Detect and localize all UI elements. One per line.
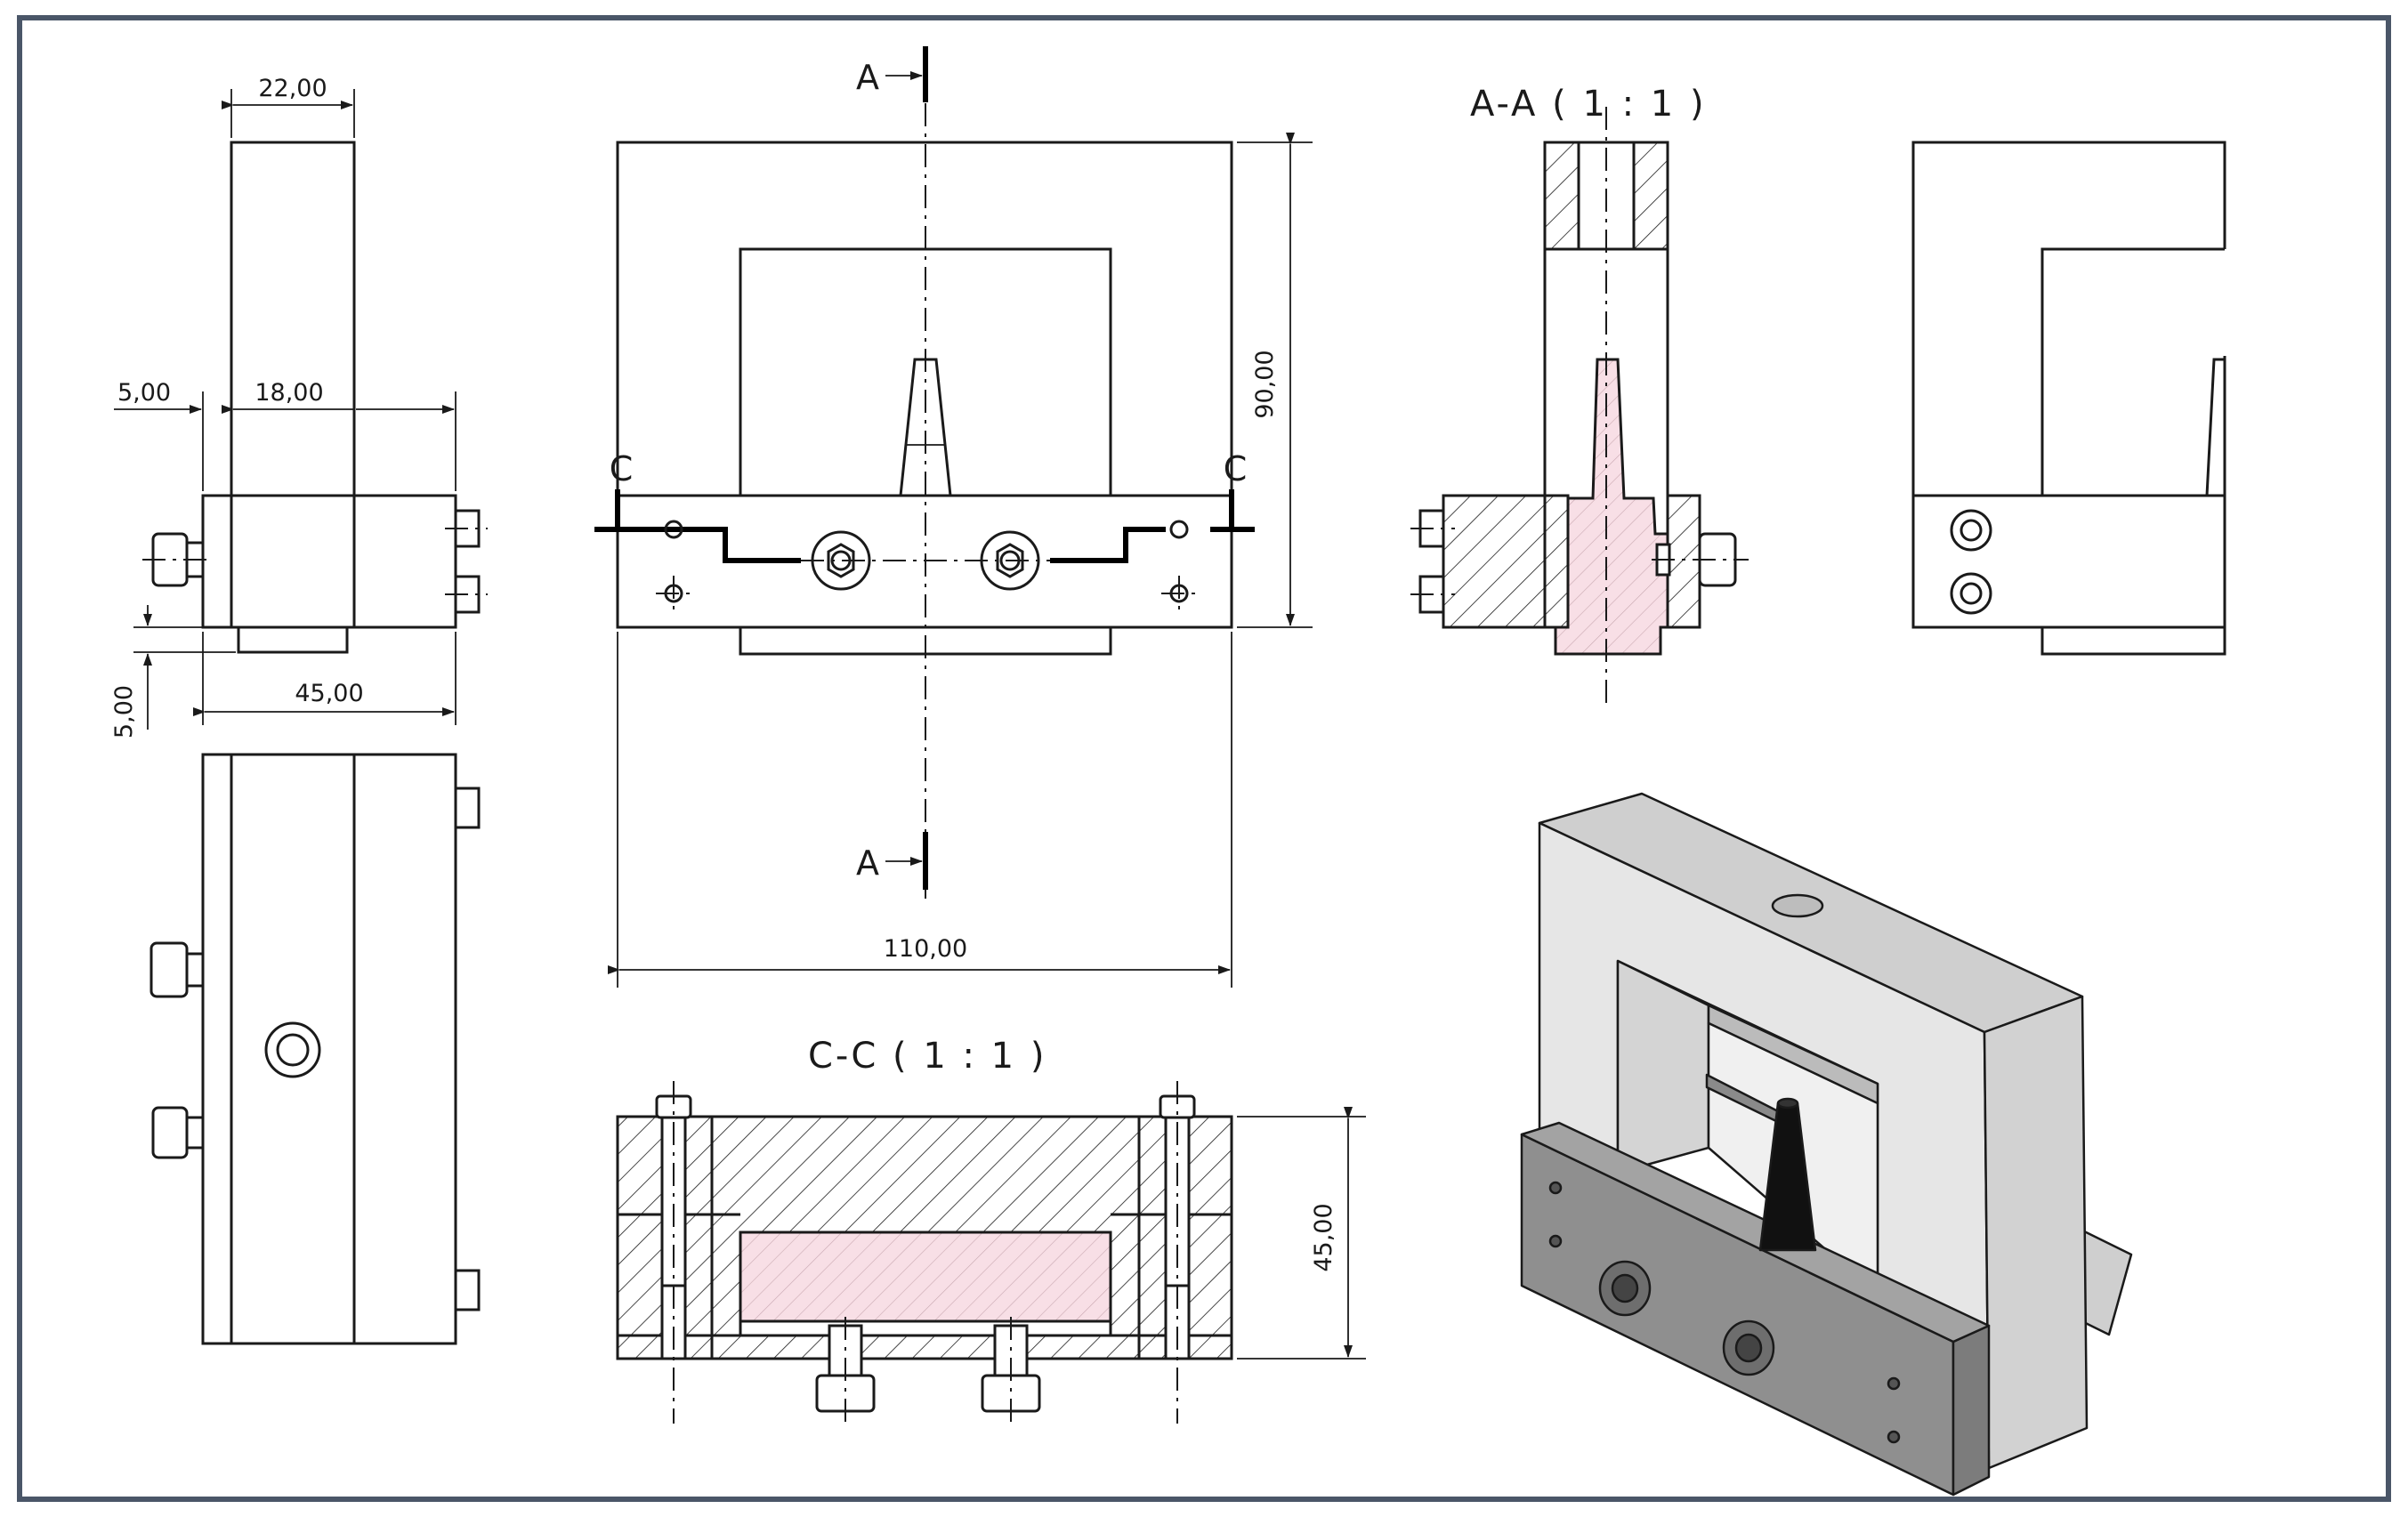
dim-side-mid-width: 18,00 [255,379,323,407]
side-view: 22,00 5,00 18,00 5,00 45,00 [110,75,488,738]
isometric-view [1520,792,2133,1497]
dim-front-width: 110,00 [884,935,967,963]
section-cc-view: C-C ( 1 : 1 ) 45,00 [616,1036,1366,1424]
section-cc-title: C-C ( 1 : 1 ) [808,1036,1046,1077]
dim-side-left-offset: 5,00 [117,379,171,407]
dim-side-top-width: 22,00 [258,75,327,102]
dim-side-total-width: 45,00 [295,680,363,707]
right-side-view [1911,141,2226,656]
section-aa-view: A-A ( 1 : 1 ) [1410,84,1749,703]
section-label-a-top: A [856,58,879,97]
section-label-a-bottom: A [856,843,879,883]
drawing-frame [17,15,2391,1502]
section-label-c-right: C [1224,449,1248,488]
front-view: A A C C 90,00 110,00 [594,46,1313,988]
section-label-c-left: C [610,449,634,488]
dim-section-cc-height: 45,00 [1310,1203,1337,1271]
bottom-view [149,753,481,1345]
dim-side-bottom-offset: 5,00 [110,685,138,738]
section-aa-title: A-A ( 1 : 1 ) [1470,84,1707,125]
dim-front-height: 90,00 [1251,350,1279,418]
